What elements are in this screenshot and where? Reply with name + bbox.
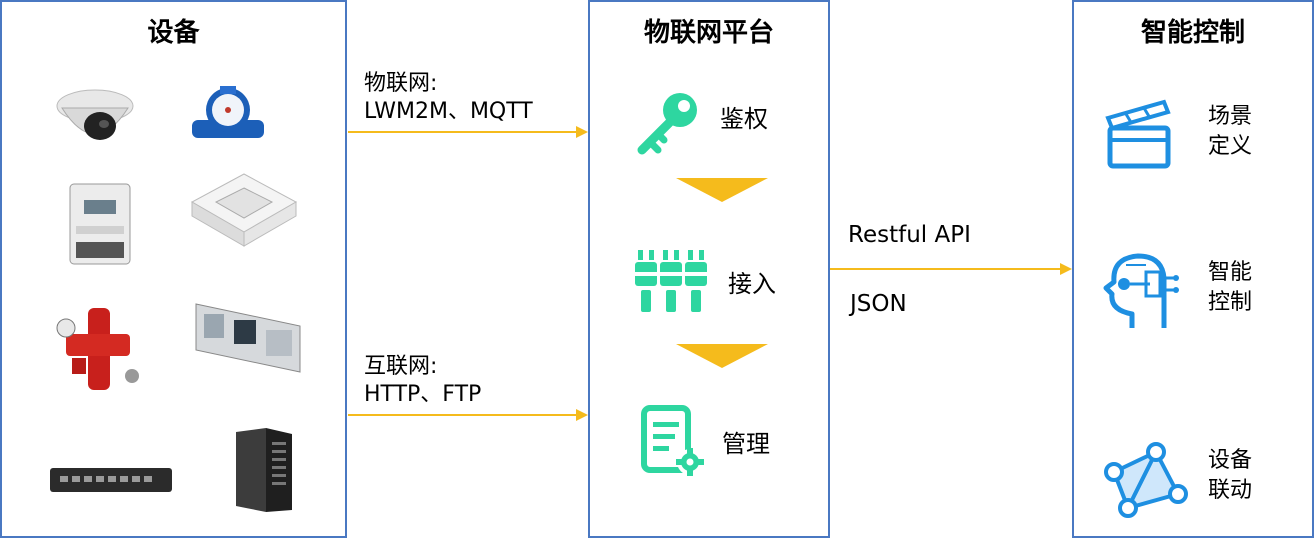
api-protocol-label: Restful API [848,222,971,248]
internet-arrow-head [576,409,588,421]
network-triangle-icon [1104,442,1188,518]
water-meter-image [192,86,264,138]
plug-icon [635,250,707,312]
iot-protocol-title: 物联网: [364,71,438,96]
smart-control-line1: 智能 [1208,260,1253,285]
api-format-label: JSON [850,291,907,317]
internet-arrow-line [348,414,576,416]
dome-camera-image [56,89,134,140]
internet-protocol-title: 互联网: [364,354,438,379]
internet-protocol-label: 互联网: HTTP、FTP [364,353,481,409]
device-linkage-line2: 联动 [1208,478,1253,503]
step-manage-label: 管理 [722,430,770,458]
internet-protocol-names: HTTP、FTP [364,382,482,407]
document-gear-icon [641,405,704,476]
smart-control-label: 智能 控制 [1208,258,1252,318]
fire-valve-image [56,308,139,390]
ai-head-icon [1103,253,1179,328]
key-icon [637,93,697,155]
control-panel-title: 智能控制 [1140,18,1245,48]
devices-panel: 设备 [0,0,347,538]
network-switch-image [50,468,172,492]
api-arrow-head [1060,263,1072,275]
iot-arrow-line [348,131,576,133]
tower-server-image [236,428,292,512]
device-linkage-line1: 设备 [1208,448,1253,473]
control-panel: 智能控制 场景 定义 智能 控制 设备 [1072,0,1314,538]
device-linkage-label: 设备 联动 [1208,446,1252,506]
scene-definition-line1: 场景 [1208,104,1253,129]
iot-protocol-names: LWM2M、MQTT [364,99,533,124]
platform-panel-title: 物联网平台 [643,18,774,48]
api-arrow-line [830,268,1060,270]
step-access-label: 接入 [728,270,776,298]
scene-definition-line2: 定义 [1208,134,1253,159]
electric-meter-image [69,183,131,265]
down-arrow-2 [676,344,768,368]
clapperboard-icon [1105,99,1171,169]
air-handling-unit-image [195,303,301,373]
devices-panel-title: 设备 [147,18,200,48]
smart-control-line2: 控制 [1208,290,1253,315]
platform-panel: 物联网平台 鉴权 接入 [588,0,830,538]
iot-arrow-head [576,126,588,138]
down-arrow-1 [676,178,768,202]
scene-definition-label: 场景 定义 [1208,102,1252,162]
iot-protocol-label: 物联网: LWM2M、MQTT [364,70,533,126]
cassette-air-conditioner-image [190,173,298,247]
step-auth-label: 鉴权 [720,105,768,133]
